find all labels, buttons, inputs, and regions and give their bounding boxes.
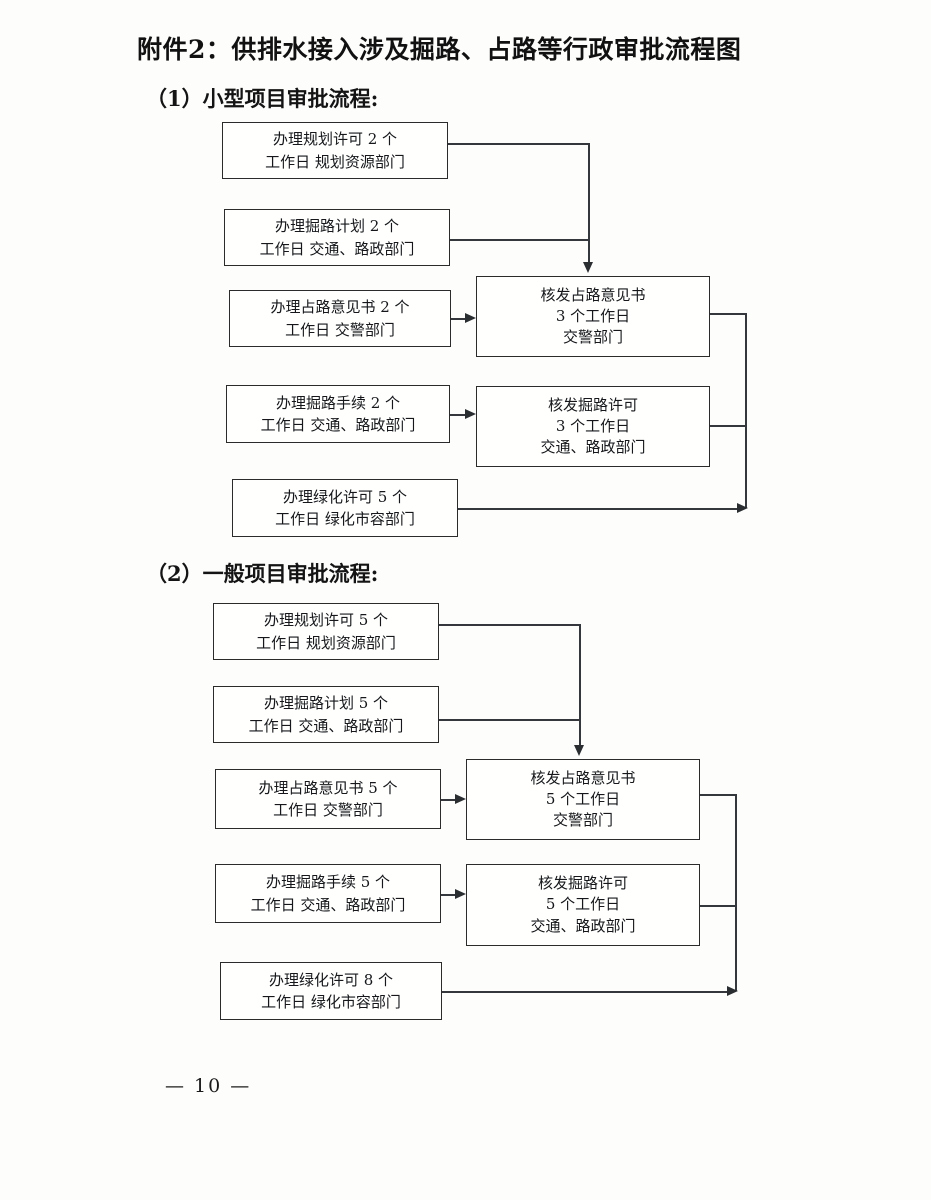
section-1-heading: （1）小型项目审批流程: <box>146 86 379 111</box>
node-line-1: 办理规划许可 5 个 <box>263 611 389 629</box>
node-line-2: 工作日 交通、路政部门 <box>259 239 415 258</box>
flow-node-s1-left-4: 办理掘路手续 2 个 工作日 交通、路政部门 <box>226 385 450 443</box>
connector-s2-n3-arrow <box>455 794 466 804</box>
connector-s1-n4-h <box>450 414 467 416</box>
connector-s1-r1-h <box>710 313 746 315</box>
connector-s2-n4-h <box>441 894 457 896</box>
connector-s1-n2-h <box>450 239 589 241</box>
connector-s1-trunk-arrow <box>583 262 593 273</box>
node-line-1: 核发掘路许可 <box>537 874 628 893</box>
node-line-3: 交通、路政部门 <box>540 438 646 457</box>
node-line-1: 办理绿化许可 8 个 <box>268 970 394 989</box>
node-line-1: 办理绿化许可 5 个 <box>282 487 408 506</box>
connector-s2-n3-h <box>441 799 457 801</box>
connector-s1-r2-h <box>710 425 746 427</box>
connector-s2-r1-h <box>700 794 736 796</box>
flow-node-s2-right-1: 核发占路意见书 5 个工作日 交警部门 <box>466 759 700 840</box>
connector-s1-n1-h <box>448 143 589 145</box>
flow-node-s2-right-2: 核发掘路许可 5 个工作日 交通、路政部门 <box>466 864 700 946</box>
node-line-1: 办理占路意见书 5 个 <box>258 778 398 797</box>
flow-node-s2-left-2: 办理掘路计划 5 个 工作日 交通、路政部门 <box>213 686 439 743</box>
node-line-2: 5 个工作日 <box>545 895 621 914</box>
node-line-2: 工作日 交通、路政部门 <box>248 716 404 735</box>
connector-s1-n3-arrow <box>465 313 476 323</box>
node-line-1: 办理规划许可 2 个 <box>272 130 398 148</box>
connector-s1-n3-h <box>451 318 467 320</box>
connector-s2-n5-arrow <box>727 986 738 996</box>
connector-s2-r2-h <box>700 905 736 907</box>
flow-node-s2-left-4: 办理掘路手续 5 个 工作日 交通、路政部门 <box>215 864 441 923</box>
node-line-3: 交警部门 <box>562 328 623 347</box>
section-2-heading: （2）一般项目审批流程: <box>146 561 379 586</box>
connector-s1-trunk-v <box>588 143 590 262</box>
connector-s1-right-trunk-v <box>745 313 747 508</box>
connector-s1-n5-h <box>458 508 743 510</box>
connector-s1-n5-arrow <box>737 503 748 513</box>
flow-node-s1-right-1: 核发占路意见书 3 个工作日 交警部门 <box>476 276 710 357</box>
node-line-1: 办理掘路计划 5 个 <box>263 694 389 712</box>
connector-s2-n1-h <box>439 624 580 626</box>
node-line-2: 工作日 绿化市容部门 <box>275 510 415 528</box>
node-line-2: 5 个工作日 <box>545 789 621 808</box>
page-number: — 10 — <box>165 1075 252 1097</box>
flow-node-s1-left-5: 办理绿化许可 5 个 工作日 绿化市容部门 <box>232 479 458 537</box>
flow-node-s1-right-2: 核发掘路许可 3 个工作日 交通、路政部门 <box>476 386 710 467</box>
node-line-2: 工作日 规划资源部门 <box>256 633 396 652</box>
flow-node-s1-left-2: 办理掘路计划 2 个 工作日 交通、路政部门 <box>224 209 450 266</box>
flow-node-s2-left-3: 办理占路意见书 5 个 工作日 交警部门 <box>215 769 441 829</box>
node-line-3: 交警部门 <box>552 811 613 830</box>
connector-s2-n4-arrow <box>455 889 466 899</box>
flow-node-s2-left-1: 办理规划许可 5 个 工作日 规划资源部门 <box>213 603 439 660</box>
node-line-2: 工作日 交通、路政部门 <box>260 416 416 434</box>
connector-s2-right-trunk-v <box>735 794 737 991</box>
node-line-3: 交通、路政部门 <box>530 916 636 935</box>
node-line-2: 3 个工作日 <box>555 306 631 325</box>
connector-s2-n2-h <box>439 719 580 721</box>
node-line-2: 工作日 交警部门 <box>285 320 395 339</box>
node-line-2: 工作日 规划资源部门 <box>265 152 405 171</box>
node-line-1: 核发占路意见书 <box>530 768 636 787</box>
flow-node-s1-left-1: 办理规划许可 2 个 工作日 规划资源部门 <box>222 122 448 179</box>
node-line-2: 3 个工作日 <box>555 416 631 435</box>
node-line-2: 工作日 绿化市容部门 <box>261 993 401 1011</box>
connector-s2-trunk-v <box>579 624 581 745</box>
node-line-2: 工作日 交通、路政部门 <box>250 895 406 914</box>
node-line-1: 办理掘路手续 5 个 <box>265 873 391 891</box>
document-title: 附件2：供排水接入涉及掘路、占路等行政审批流程图 <box>137 35 742 64</box>
node-line-1: 核发占路意见书 <box>540 285 646 304</box>
node-line-1: 办理掘路手续 2 个 <box>275 393 401 412</box>
node-line-2: 工作日 交警部门 <box>273 801 383 819</box>
node-line-1: 办理掘路计划 2 个 <box>274 217 400 235</box>
node-line-1: 办理占路意见书 2 个 <box>270 298 410 316</box>
node-line-1: 核发掘路许可 <box>547 395 638 414</box>
connector-s2-n5-h <box>442 991 733 993</box>
connector-s2-trunk-arrow <box>574 745 584 756</box>
flow-node-s2-left-5: 办理绿化许可 8 个 工作日 绿化市容部门 <box>220 962 442 1020</box>
flow-node-s1-left-3: 办理占路意见书 2 个 工作日 交警部门 <box>229 290 451 347</box>
connector-s1-n4-arrow <box>465 409 476 419</box>
